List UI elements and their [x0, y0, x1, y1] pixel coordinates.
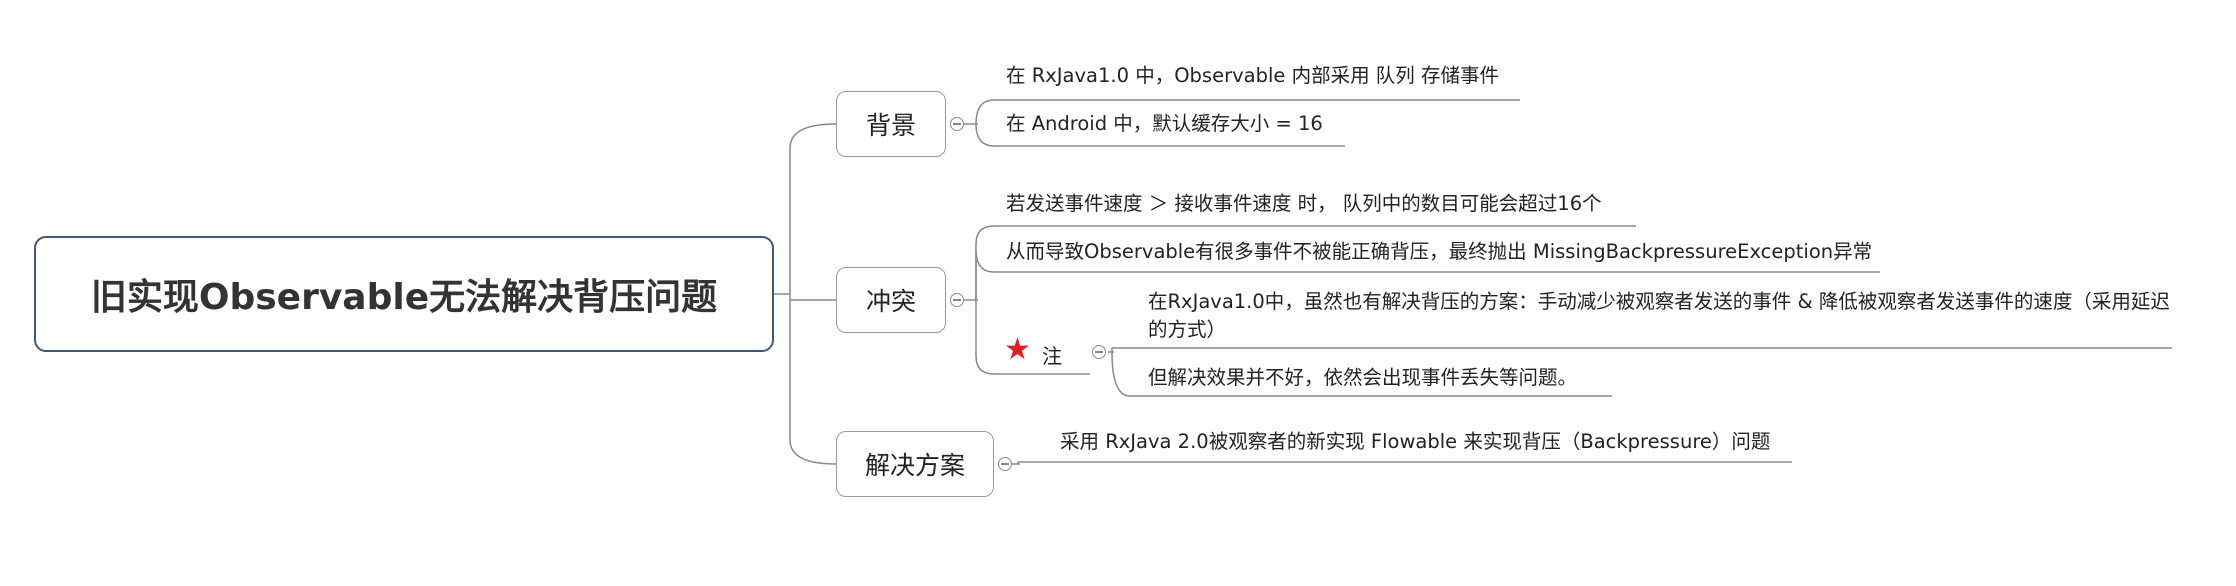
collapse-conflict-icon[interactable] [950, 293, 964, 307]
branch-background[interactable]: 背景 [836, 91, 946, 157]
leaf-conflict-1: 若发送事件速度 ＞ 接收事件速度 时， 队列中的数目可能会超过16个 [1006, 192, 1602, 215]
branch-conflict[interactable]: 冲突 [836, 267, 946, 333]
branch-solution[interactable]: 解决方案 [836, 431, 994, 497]
collapse-solution-icon[interactable] [998, 457, 1012, 471]
branch-label: 冲突 [865, 287, 916, 316]
root-title: 旧实现Observable无法解决背压问题 [90, 277, 718, 318]
root-topic[interactable]: 旧实现Observable无法解决背压问题 [34, 236, 774, 352]
collapse-note-icon[interactable] [1092, 345, 1106, 359]
branch-label: 解决方案 [864, 451, 965, 480]
note-label: 注 [1042, 344, 1062, 368]
leaf-conflict-2: 从而导致Observable有很多事件不被能正确背压，最终抛出 MissingB… [1006, 240, 1873, 263]
star-icon: ★ [1004, 332, 1031, 367]
leaf-background-1: 在 RxJava1.0 中，Observable 内部采用 队列 存储事件 [1006, 64, 1499, 87]
note-item-1: 在RxJava1.0中，虽然也有解决背压的方案：手动减少被观察者发送的事件 & … [1148, 290, 2170, 342]
note-item-2: 但解决效果并不好，依然会出现事件丢失等问题。 [1148, 366, 1578, 389]
collapse-background-icon[interactable] [950, 117, 964, 131]
leaf-background-2: 在 Android 中，默认缓存大小 = 16 [1006, 112, 1323, 135]
leaf-solution-1: 采用 RxJava 2.0被观察者的新实现 Flowable 来实现背压（Bac… [1060, 430, 1771, 453]
branch-label: 背景 [865, 111, 916, 140]
